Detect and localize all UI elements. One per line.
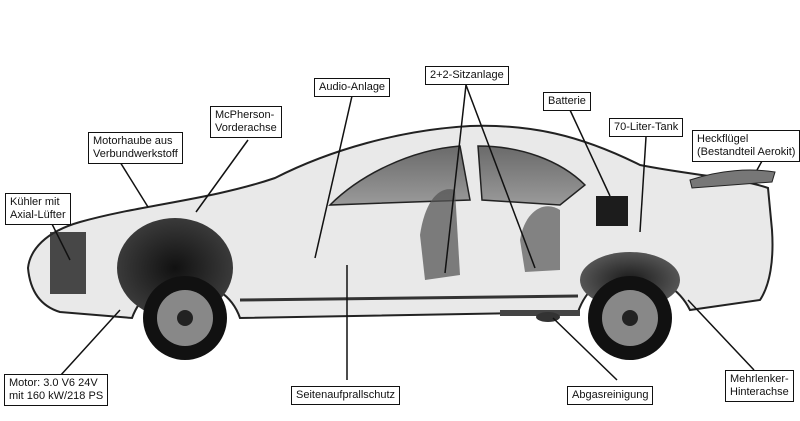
label-mehrlenker: Mehrlenker- Hinterachse — [725, 370, 794, 402]
front-seat — [420, 189, 460, 280]
label-kuehler: Kühler mit Axial-Lüfter — [5, 193, 71, 225]
label-batterie-text: Batterie — [548, 95, 586, 107]
label-abgas: Abgasreinigung — [567, 386, 654, 405]
rear-wing — [689, 169, 776, 189]
label-motorhaube: Motorhaube aus Verbundwerkstoff — [88, 132, 183, 164]
label-batterie: Batterie — [543, 92, 591, 111]
label-seitenaufprall-text: Seitenaufprallschutz — [296, 389, 396, 401]
label-abgas-text: Abgasreinigung — [572, 389, 649, 401]
label-motor-line1: Motor: 3.0 V6 24V — [9, 377, 98, 389]
label-audio: Audio-Anlage — [314, 78, 391, 97]
battery-block — [596, 196, 628, 226]
leader-lines — [49, 84, 763, 381]
label-tank-text: 70-Liter-Tank — [614, 121, 679, 133]
label-tank: 70-Liter-Tank — [609, 118, 684, 137]
label-heckfluegel-line1: Heckflügel — [697, 133, 749, 145]
front-wheel — [143, 276, 227, 360]
label-mcpherson-line1: McPherson- — [215, 109, 275, 121]
label-heckfluegel: Heckflügel (Bestandteil Aerokit) — [692, 130, 800, 162]
radiator-block — [50, 232, 86, 294]
label-heckfluegel-line2: (Bestandteil Aerokit) — [697, 146, 796, 158]
label-sitze: 2+2-Sitzanlage — [425, 66, 509, 85]
rear-wheel — [588, 276, 672, 360]
label-mcpherson: McPherson- Vorderachse — [210, 106, 282, 138]
label-kuehler-line2: Axial-Lüfter — [10, 209, 66, 221]
label-mehrlenker-line2: Hinterachse — [730, 386, 789, 398]
label-mehrlenker-line1: Mehrlenker- — [730, 373, 789, 385]
rear-window-glass — [477, 145, 587, 206]
label-motorhaube-line1: Motorhaube aus — [93, 135, 173, 147]
sill-line — [239, 294, 579, 302]
label-motor: Motor: 3.0 V6 24V mit 160 kW/218 PS — [4, 374, 109, 406]
exhaust-pipe — [500, 310, 580, 316]
label-sitze-text: 2+2-Sitzanlage — [430, 69, 504, 81]
label-mcpherson-line2: Vorderachse — [215, 122, 277, 134]
label-motor-line2: mit 160 kW/218 PS — [9, 390, 104, 402]
label-seitenaufprall: Seitenaufprallschutz — [291, 386, 401, 405]
label-kuehler-line1: Kühler mit — [10, 196, 60, 208]
label-audio-text: Audio-Anlage — [319, 81, 386, 93]
label-motorhaube-line2: Verbundwerkstoff — [93, 148, 178, 160]
